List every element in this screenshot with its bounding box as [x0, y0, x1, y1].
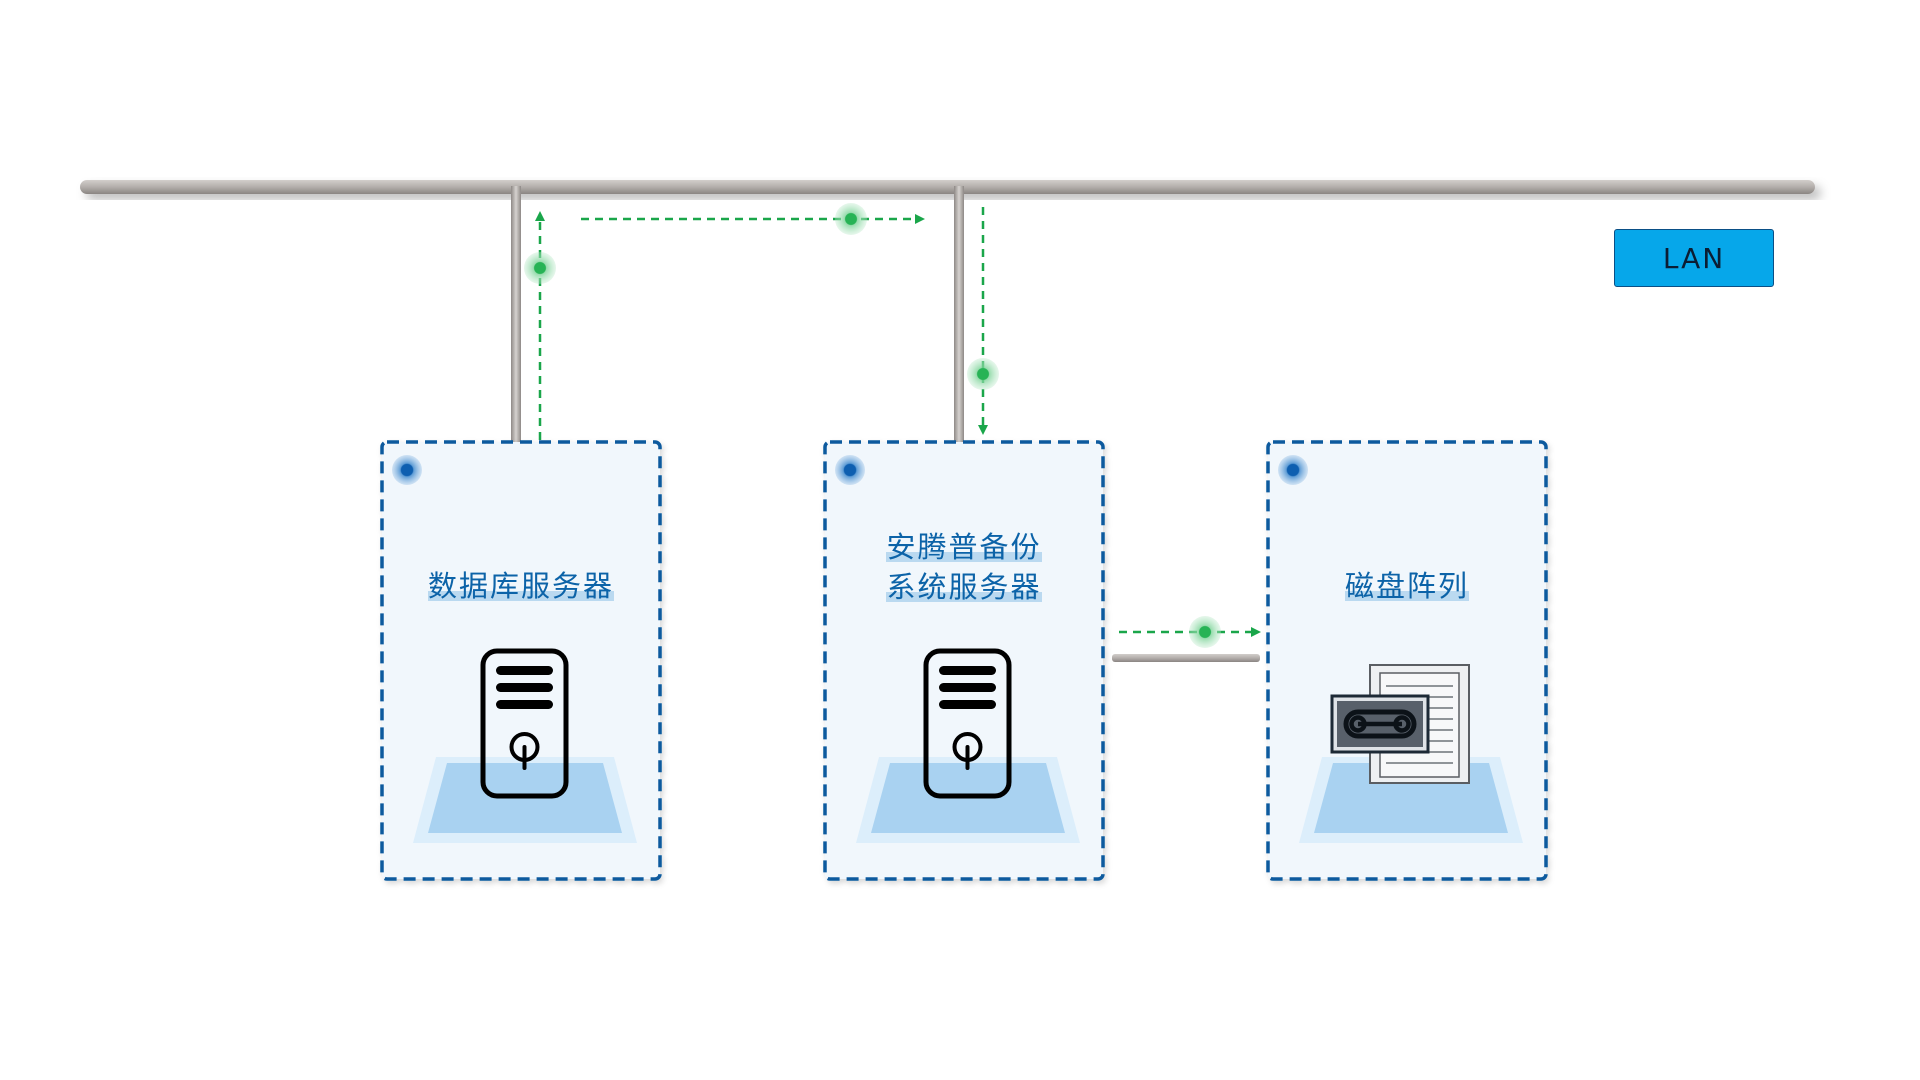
flow-across-packet-icon [835, 203, 867, 235]
db-server-drop-line [511, 186, 521, 444]
db-server-title: 数据库服务器 [381, 566, 661, 606]
backup-server-title-line-1: 安腾普备份 [886, 527, 1042, 567]
lan-label: LAN [1614, 229, 1774, 287]
disk-array-status-dot-icon [1278, 455, 1308, 485]
backup-server-status-dot-icon [835, 455, 865, 485]
db-server-icon [480, 648, 569, 799]
lan-label-text: LAN [1662, 241, 1726, 275]
backup-to-array-link [1112, 654, 1260, 662]
lan-bus [80, 180, 1815, 194]
flow-backup-down [967, 207, 999, 435]
backup-server-drop-line [954, 186, 964, 444]
disk-array-title-line-1: 磁盘阵列 [1344, 566, 1469, 606]
backup-server-title: 安腾普备份 系统服务器 [824, 527, 1104, 607]
flow-backup-down-packet-icon [967, 358, 999, 390]
flow-db-up-packet-icon [524, 252, 556, 284]
backup-server-icon [923, 648, 1012, 799]
disk-array-title: 磁盘阵列 [1267, 566, 1547, 606]
flow-db-up [524, 211, 556, 440]
backup-server-title-line-2: 系统服务器 [886, 567, 1042, 607]
flow-to-array [1119, 616, 1261, 648]
flow-to-array-packet-icon [1189, 616, 1221, 648]
flow-across [581, 203, 925, 235]
disk-array-icon [1330, 664, 1470, 784]
db-server-title-line-1: 数据库服务器 [427, 566, 614, 606]
db-server-status-dot-icon [392, 455, 422, 485]
backup-server-platform [856, 757, 1080, 843]
